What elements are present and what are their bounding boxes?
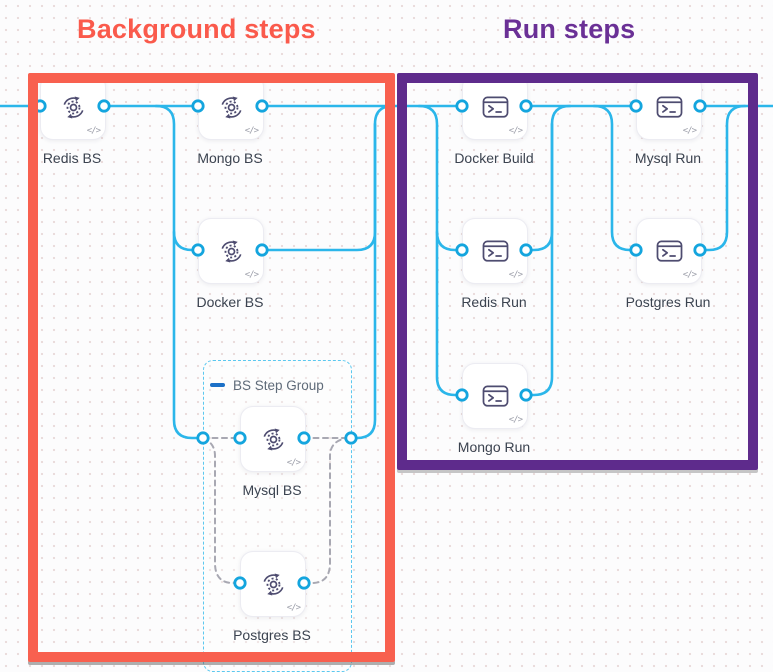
port-mongo-bs-out[interactable] (255, 99, 269, 113)
step-card-docker-build[interactable]: </> (462, 74, 528, 140)
step-label: Docker BS (196, 294, 264, 310)
port-docker-bs-out[interactable] (255, 243, 269, 257)
background-step-icon (221, 239, 241, 263)
run-steps-title: Run steps (503, 14, 636, 44)
port-redis-run-in[interactable] (455, 243, 469, 257)
step-label: Mongo Run (457, 439, 531, 455)
step-card-docker-bs[interactable]: </> (198, 218, 264, 284)
port-docker-build-in[interactable] (455, 99, 469, 113)
port-redis-bs-out[interactable] (97, 99, 111, 113)
step-card-mysql-run[interactable]: </> (636, 74, 702, 140)
code-badge: </> (244, 270, 259, 280)
step-label: Mysql BS (242, 482, 302, 498)
code-badge: </> (508, 126, 523, 136)
port-redis-run-out[interactable] (519, 243, 533, 257)
code-badge: </> (682, 126, 697, 136)
step-card-mongo-bs[interactable]: </> (198, 74, 264, 140)
port-postgres-run-in[interactable] (629, 243, 643, 257)
run-step-icon (656, 240, 682, 262)
code-badge: </> (508, 270, 523, 280)
code-badge: </> (508, 415, 523, 425)
background-step-icon (263, 427, 283, 451)
run-step-icon (656, 96, 682, 118)
port-step-group-in[interactable] (196, 431, 210, 445)
step-card-postgres-run[interactable]: </> (636, 218, 702, 284)
port-mongo-bs-in[interactable] (191, 99, 205, 113)
step-card-mongo-run[interactable]: </> (462, 363, 528, 429)
port-postgres-bs-out[interactable] (297, 576, 311, 590)
collapse-dash-icon[interactable] (210, 383, 225, 387)
code-badge: </> (682, 270, 697, 280)
step-card-redis-run[interactable]: </> (462, 218, 528, 284)
step-node-mysql-run[interactable]: </> Mysql Run (635, 74, 702, 166)
step-node-redis-bs[interactable]: </> Redis BS (40, 74, 106, 166)
background-step-icon (263, 572, 283, 596)
code-badge: </> (244, 126, 259, 136)
step-label: Postgres BS (233, 627, 311, 643)
step-label: Mongo BS (197, 150, 263, 166)
port-redis-bs-in[interactable] (33, 99, 47, 113)
background-step-icon (63, 95, 83, 119)
step-card-postgres-bs[interactable]: </> (240, 551, 306, 617)
port-postgres-run-out[interactable] (693, 243, 707, 257)
step-label: Docker Build (454, 150, 534, 166)
step-label: Mysql Run (634, 150, 702, 166)
port-mysql-bs-in[interactable] (233, 431, 247, 445)
run-step-icon (482, 240, 508, 262)
step-node-docker-build[interactable]: </> Docker Build (454, 74, 534, 166)
background-step-icon (221, 95, 241, 119)
port-docker-build-out[interactable] (519, 99, 533, 113)
port-mongo-run-in[interactable] (455, 388, 469, 402)
run-step-icon (482, 96, 508, 118)
port-mysql-bs-out[interactable] (297, 431, 311, 445)
step-node-postgres-bs[interactable]: </> Postgres BS (233, 551, 311, 643)
port-postgres-bs-in[interactable] (233, 576, 247, 590)
port-step-group-out[interactable] (344, 431, 358, 445)
port-mysql-run-out[interactable] (693, 99, 707, 113)
step-label: Redis Run (461, 294, 527, 310)
step-node-mongo-bs[interactable]: </> Mongo BS (197, 74, 264, 166)
step-group-label: BS Step Group (233, 377, 324, 393)
port-docker-bs-in[interactable] (191, 243, 205, 257)
code-badge: </> (286, 603, 301, 613)
step-node-docker-bs[interactable]: </> Docker BS (197, 218, 264, 310)
port-mongo-run-out[interactable] (519, 388, 533, 402)
background-steps-title: Background steps (77, 14, 316, 44)
port-mysql-run-in[interactable] (629, 99, 643, 113)
step-node-mysql-bs[interactable]: </> Mysql BS (240, 406, 306, 498)
code-badge: </> (86, 126, 101, 136)
step-label: Postgres Run (625, 294, 711, 310)
step-node-redis-run[interactable]: </> Redis Run (461, 218, 528, 310)
step-card-redis-bs[interactable]: </> (40, 74, 106, 140)
step-node-mongo-run[interactable]: </> Mongo Run (458, 363, 530, 455)
step-label: Redis BS (42, 150, 102, 166)
code-badge: </> (286, 458, 301, 468)
step-node-postgres-run[interactable]: </> Postgres Run (626, 218, 710, 310)
step-group-header[interactable]: BS Step Group (210, 375, 324, 395)
run-step-icon (482, 385, 508, 407)
step-card-mysql-bs[interactable]: </> (240, 406, 306, 472)
